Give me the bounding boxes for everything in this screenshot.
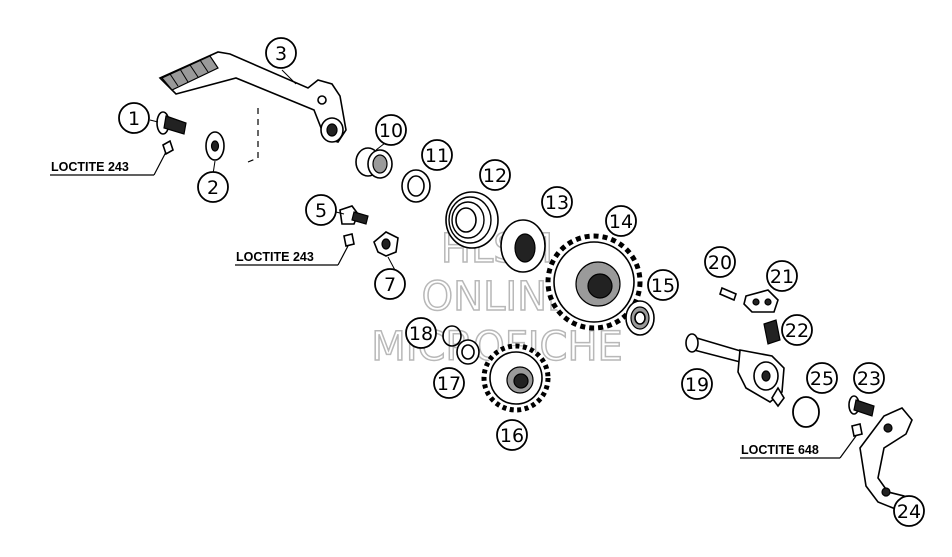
loctite-labels: LOCTITE 243 LOCTITE 243 LOCTITE 648 (50, 151, 857, 459)
svg-text:5: 5 (315, 200, 327, 222)
kick-gear-part-14 (545, 233, 643, 331)
svg-text:12: 12 (483, 165, 507, 187)
callout-1: 1 (118, 102, 150, 134)
bolt-part-1 (156, 111, 187, 156)
callout-14: 14 (605, 205, 637, 237)
svg-text:22: 22 (785, 320, 809, 342)
callout-10: 10 (375, 114, 407, 146)
svg-text:24: 24 (897, 501, 921, 523)
thrust-washer-part-13 (500, 219, 546, 273)
callout-17: 17 (433, 367, 465, 399)
callout-22: 22 (781, 314, 813, 346)
callout-13: 13 (541, 186, 573, 218)
callout-2: 2 (197, 171, 229, 203)
svg-text:7: 7 (384, 274, 396, 296)
callout-19: 19 (681, 368, 713, 400)
circlip-part-18 (442, 325, 462, 347)
spring-part-12 (445, 191, 499, 249)
loctite-label-3: LOCTITE 648 (741, 443, 819, 457)
callout-15: 15 (647, 269, 679, 301)
svg-text:25: 25 (810, 368, 834, 390)
svg-text:11: 11 (425, 145, 449, 167)
bolt-part-23 (848, 395, 875, 437)
washer-part-2 (205, 131, 225, 161)
spring-part-22 (763, 319, 781, 345)
svg-text:16: 16 (500, 425, 524, 447)
guide-plate-part-24 (859, 407, 913, 511)
kick-lever-part (158, 51, 347, 163)
svg-text:18: 18 (409, 323, 433, 345)
needle-bearing-part-15 (625, 300, 655, 336)
ratchet-part-21 (743, 289, 779, 313)
callout-12: 12 (479, 159, 511, 191)
callout-18: 18 (405, 317, 437, 349)
ring-part-25 (792, 396, 820, 428)
ring-part-11 (401, 169, 431, 203)
svg-text:23: 23 (857, 368, 881, 390)
svg-text:17: 17 (437, 373, 461, 395)
callout-21: 21 (766, 260, 798, 292)
svg-text:1: 1 (128, 108, 140, 130)
loctite-label-1: LOCTITE 243 (51, 160, 129, 174)
callout-11: 11 (421, 139, 453, 171)
svg-text:19: 19 (685, 374, 709, 396)
callouts: 1 2 3 5 7 10 11 12 13 14 15 16 17 18 19 … (118, 37, 925, 527)
svg-text:21: 21 (770, 266, 794, 288)
svg-text:20: 20 (708, 252, 732, 274)
pin-part-20 (719, 286, 737, 302)
bushing-part-10 (355, 147, 393, 179)
callout-16: 16 (496, 419, 528, 451)
bolt-part-5 (339, 205, 369, 247)
kickstarter-shaft-part-19 (685, 333, 785, 408)
callout-25: 25 (806, 362, 838, 394)
idler-gear-part-16 (481, 343, 551, 413)
loctite-label-2: LOCTITE 243 (236, 250, 314, 264)
svg-text:10: 10 (379, 120, 403, 142)
svg-text:15: 15 (651, 275, 675, 297)
callout-24: 24 (893, 495, 925, 527)
callout-3: 3 (265, 37, 297, 69)
callout-20: 20 (704, 246, 736, 278)
washer-part-17 (456, 339, 480, 365)
clip-part-7 (373, 231, 399, 257)
svg-text:13: 13 (545, 192, 569, 214)
callout-5: 5 (305, 194, 337, 226)
svg-text:2: 2 (207, 177, 219, 199)
callout-7: 7 (374, 268, 406, 300)
svg-text:14: 14 (609, 211, 633, 233)
callout-23: 23 (853, 362, 885, 394)
svg-text:3: 3 (275, 43, 287, 65)
